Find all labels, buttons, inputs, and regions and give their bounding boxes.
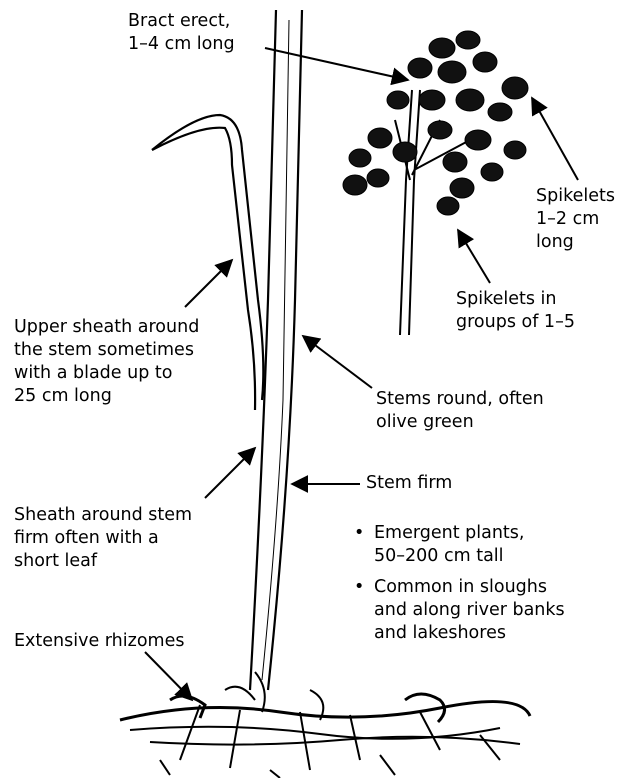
label-bract: Bract erect, 1–4 cm long bbox=[128, 10, 235, 56]
arrow-spikelets-groups bbox=[458, 230, 490, 283]
arrow-sheath-firm bbox=[205, 448, 255, 498]
arrow-upper-sheath bbox=[185, 260, 232, 307]
label-rhizomes: Extensive rhizomes bbox=[14, 630, 184, 653]
label-spikelets-length: Spikelets 1–2 cm long bbox=[536, 185, 615, 254]
note-item: Common in sloughs and along river banks … bbox=[352, 576, 565, 645]
arrow-rhizomes bbox=[145, 652, 192, 700]
label-stem-firm: Stem firm bbox=[366, 472, 452, 495]
arrow-stems-round bbox=[303, 336, 372, 388]
note-item: Emergent plants, 50–200 cm tall bbox=[352, 522, 565, 568]
main-stem-drawing bbox=[250, 10, 302, 690]
spikelet-cluster bbox=[343, 31, 528, 215]
label-upper-sheath: Upper sheath around the stem sometimes w… bbox=[14, 316, 199, 408]
arrow-bract bbox=[265, 48, 408, 80]
arrow-spikelets-length bbox=[532, 98, 578, 180]
label-sheath-firm: Sheath around stem firm often with a sho… bbox=[14, 504, 192, 573]
label-stems-round: Stems round, often olive green bbox=[376, 388, 544, 434]
label-spikelets-groups: Spikelets in groups of 1–5 bbox=[456, 288, 575, 334]
notes-list: Emergent plants, 50–200 cm tall Common i… bbox=[352, 522, 565, 653]
